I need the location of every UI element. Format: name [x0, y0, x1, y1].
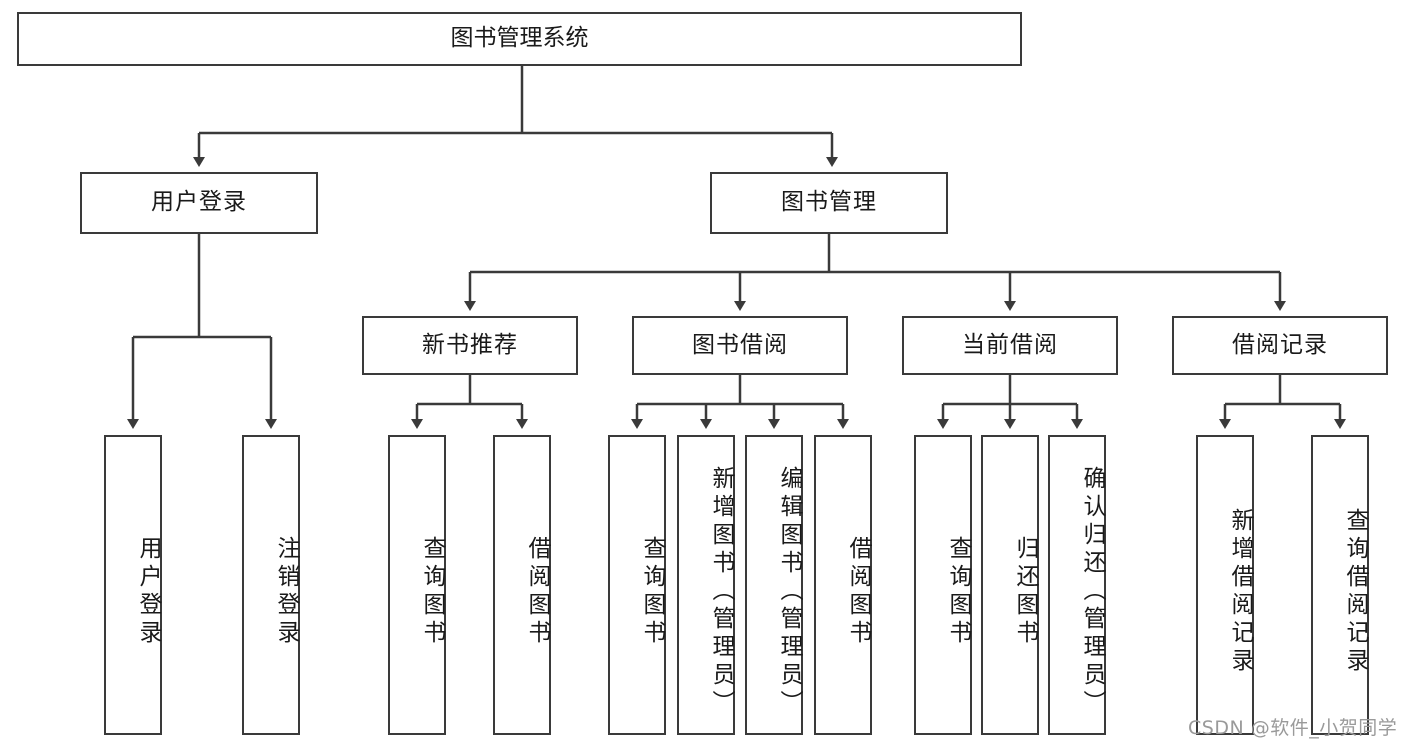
node-leaf-confirm-return[interactable]: 确认归还（管理员） [1048, 435, 1106, 735]
node-book-borrow-label: 图书借阅 [692, 331, 788, 358]
node-current-borrow-label: 当前借阅 [962, 331, 1058, 358]
node-book-borrow[interactable]: 图书借阅 [632, 316, 848, 375]
node-leaf-user-login[interactable]: 用户登录 [104, 435, 162, 735]
node-book-manage[interactable]: 图书管理 [710, 172, 948, 234]
node-leaf-query-book-3[interactable]: 查询图书 [914, 435, 972, 735]
node-root-system-label: 图书管理系统 [450, 25, 589, 52]
node-leaf-query-book-3-label: 查询图书 [945, 536, 971, 648]
node-current-borrow[interactable]: 当前借阅 [902, 316, 1118, 375]
node-leaf-query-book-1-label: 查询图书 [419, 536, 445, 648]
node-borrow-record[interactable]: 借阅记录 [1172, 316, 1388, 375]
csdn-watermark: CSDN @软件_小贺同学 [1188, 717, 1398, 739]
node-leaf-edit-book[interactable]: 编辑图书（管理员） [745, 435, 803, 735]
node-new-book-recommend[interactable]: 新书推荐 [362, 316, 578, 375]
node-user-login-label: 用户登录 [151, 189, 247, 216]
node-leaf-borrow-book-1-label: 借阅图书 [524, 536, 550, 648]
node-leaf-return-book[interactable]: 归还图书 [981, 435, 1039, 735]
node-leaf-borrow-book-2[interactable]: 借阅图书 [814, 435, 872, 735]
node-new-book-recommend-label: 新书推荐 [422, 331, 518, 358]
node-leaf-query-book-2[interactable]: 查询图书 [608, 435, 666, 735]
node-leaf-add-record-label: 新增借阅记录 [1227, 508, 1253, 676]
node-leaf-query-record-label: 查询借阅记录 [1342, 508, 1368, 676]
node-leaf-query-book-2-label: 查询图书 [639, 536, 665, 648]
node-leaf-confirm-return-label: 确认归还（管理员） [1079, 466, 1105, 718]
node-leaf-logout-login-label: 注销登录 [273, 536, 299, 648]
node-leaf-borrow-book-2-label: 借阅图书 [845, 536, 871, 648]
node-root-system[interactable]: 图书管理系统 [17, 12, 1022, 66]
node-leaf-query-book-1[interactable]: 查询图书 [388, 435, 446, 735]
node-leaf-edit-book-label: 编辑图书（管理员） [776, 466, 802, 718]
node-leaf-add-book[interactable]: 新增图书（管理员） [677, 435, 735, 735]
node-leaf-add-record[interactable]: 新增借阅记录 [1196, 435, 1254, 735]
node-leaf-logout-login[interactable]: 注销登录 [242, 435, 300, 735]
node-leaf-user-login-label: 用户登录 [135, 536, 161, 648]
node-book-manage-label: 图书管理 [781, 189, 877, 216]
node-leaf-query-record[interactable]: 查询借阅记录 [1311, 435, 1369, 735]
node-borrow-record-label: 借阅记录 [1232, 331, 1328, 358]
node-leaf-return-book-label: 归还图书 [1012, 536, 1038, 648]
node-user-login[interactable]: 用户登录 [80, 172, 318, 234]
node-leaf-borrow-book-1[interactable]: 借阅图书 [493, 435, 551, 735]
node-leaf-add-book-label: 新增图书（管理员） [708, 466, 734, 718]
